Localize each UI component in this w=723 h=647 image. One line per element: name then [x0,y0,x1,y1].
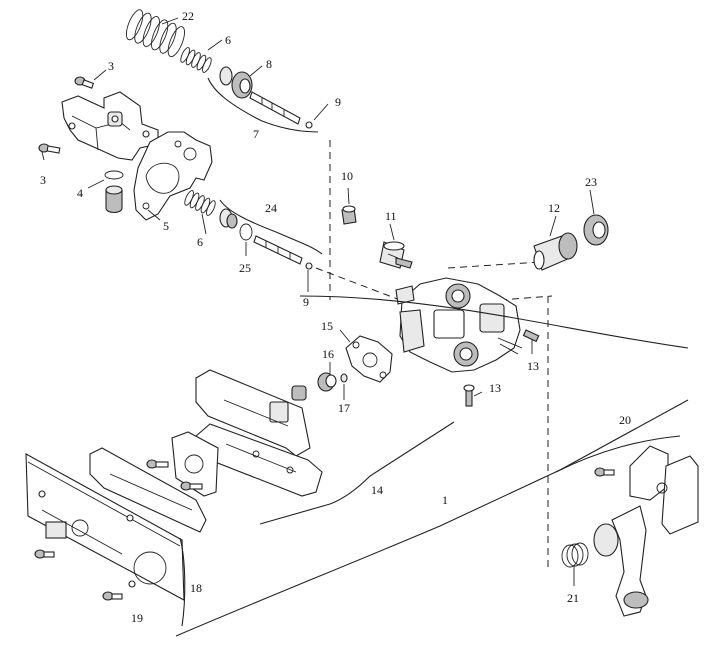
callout-21: 21 [567,591,579,605]
part-4-oring [104,170,124,180]
part-9-clip-mid [305,262,313,270]
callout-labels: 22 6 8 3 9 7 3 4 5 6 24 25 9 10 11 12 23… [40,9,631,625]
brace-1 [175,399,689,637]
callout-22: 22 [182,9,194,23]
part-22-large-spring [125,9,185,58]
callout-1: 1 [442,493,448,507]
brace-top-right [299,295,689,349]
callout-4: 4 [77,186,83,200]
callout-7: 7 [253,127,259,141]
callout-13-bottom: 13 [489,381,501,395]
callout-13-right: 13 [527,359,539,373]
part-9-clip-top [305,121,313,129]
callout-11: 11 [385,209,397,223]
part-8-diaphragm-cup [219,66,253,99]
callout-9-mid: 9 [303,295,309,309]
part-24-valve-stem [253,235,303,265]
callout-6-top: 6 [225,33,231,47]
part-17-nut [340,373,348,383]
bracket-screw-a [146,459,169,469]
callout-16: 16 [322,347,334,361]
callout-10: 10 [341,169,353,183]
callout-5: 5 [163,219,169,233]
brace-7 [207,77,319,133]
callout-23: 23 [585,175,597,189]
part-5-gasket [133,131,213,221]
callout-14: 14 [371,483,383,497]
part-6-small-spring-mid [184,190,216,216]
mounting-bracket [61,91,159,161]
callout-18: 18 [190,581,202,595]
callout-3-top: 3 [108,59,114,73]
part-6-small-spring-top [180,47,212,73]
dash-line-top-right [447,261,541,269]
callout-24: 24 [265,201,277,215]
part-10-plug [341,205,357,225]
dash-line-from-stem [315,267,401,301]
part-11-pilot-valve [379,241,413,269]
brace-24 [219,199,323,255]
part-13-screw-right [522,329,540,343]
part-19-screw [102,591,123,601]
callout-25: 25 [239,261,251,275]
part-4-plug [105,185,123,214]
callout-12: 12 [548,201,560,215]
bracket-screw-b [180,481,203,491]
callout-19: 19 [131,611,143,625]
callout-15: 15 [321,319,333,333]
part-23-knob [583,214,609,246]
brace-20 [555,435,681,473]
callout-9-top: 9 [335,95,341,109]
callout-8: 8 [266,57,272,71]
dash-line-right [499,295,553,301]
part-21-spring [561,542,589,568]
part-3-screw-left [38,143,61,154]
leader-lines [41,17,595,586]
callout-3-left: 3 [40,173,46,187]
part-12-solenoid [533,232,578,271]
callout-17: 17 [338,401,350,415]
part-13-screw-bottom [463,384,475,407]
part-16-fitting [317,372,337,392]
main-valve-body [395,277,523,373]
callout-6-mid: 6 [197,235,203,249]
front-cover-bracket [89,431,219,533]
part-14-bracket-assembly [195,369,323,497]
brace-18 [179,537,186,627]
part-20-screw [594,467,615,477]
callout-20: 20 [619,413,631,427]
part-3-screw-top [74,76,95,89]
cover-screw-left [34,549,55,559]
part-24-seat [219,208,238,229]
part-15-flange-gasket [345,335,393,383]
part-25-oring [239,223,253,241]
part-7-valve-stem-top [249,91,301,125]
brace-14 [259,421,455,525]
part-20-outlet-assembly [593,445,699,617]
